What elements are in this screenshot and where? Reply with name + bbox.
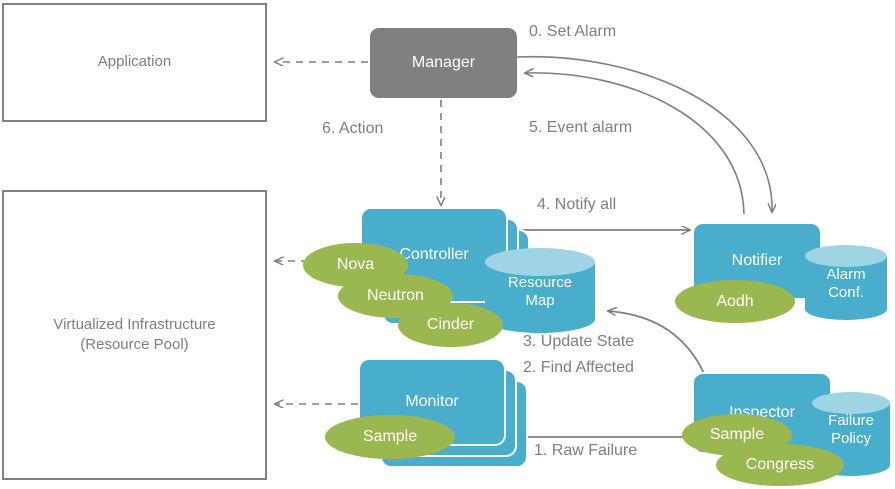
edge-label-step1: 1. Raw Failure xyxy=(534,442,637,460)
resource-map-label: Resource Map xyxy=(485,274,595,309)
edge-label-step6-text: 6. Action xyxy=(322,120,384,137)
pill-nova-label: Nova xyxy=(336,256,375,273)
pill-congress-label: Congress xyxy=(745,456,815,473)
edge-label-step5-text: 5. Event alarm xyxy=(529,119,633,136)
edge-label-step2: 2. Find Affected xyxy=(523,359,634,377)
pill-aodh[interactable]: Aodh xyxy=(675,280,795,323)
failure-policy-line1: Failure xyxy=(828,412,874,429)
failure-policy-top xyxy=(812,392,890,414)
alarm-conf-top xyxy=(805,245,887,267)
pill-sample-monitor[interactable]: Sample xyxy=(325,415,455,459)
alarm-conf-label: Alarm Conf. xyxy=(805,266,887,301)
alarm-conf-line2: Conf. xyxy=(828,283,864,301)
pill-congress[interactable]: Congress xyxy=(716,444,844,486)
edge-label-step1-text: 1. Raw Failure xyxy=(534,442,638,459)
infrastructure-label-line2: (Resource Pool) xyxy=(80,336,189,353)
pill-sample-monitor-label: Sample xyxy=(362,428,418,445)
failure-policy-cylinder[interactable]: Failure Policy xyxy=(812,392,890,476)
edge-label-step4: 4. Notify all xyxy=(537,196,616,214)
virtualized-infrastructure-box: Virtualized Infrastructure (Resource Poo… xyxy=(2,190,267,480)
infrastructure-label-line1: Virtualized Infrastructure xyxy=(53,315,216,333)
controller-label: Controller xyxy=(399,246,469,263)
resource-map-line2: Map xyxy=(525,291,555,309)
application-label: Application xyxy=(97,53,172,71)
pill-cinder[interactable]: Cinder xyxy=(398,303,503,347)
alarm-conf-line1: Alarm xyxy=(826,266,866,283)
manager-label: Manager xyxy=(411,54,476,71)
resource-map-line1: Resource xyxy=(507,274,573,291)
edge-event-alarm xyxy=(525,73,745,215)
edge-label-step4-text: 4. Notify all xyxy=(537,196,617,213)
resource-map-bottom xyxy=(485,305,595,333)
pill-cinder-label: Cinder xyxy=(426,316,475,333)
manager-box[interactable]: Manager xyxy=(370,28,517,98)
application-box: Application xyxy=(2,3,267,122)
edge-label-step0-text: 0. Set Alarm xyxy=(529,23,617,40)
edge-label-step2-text: 2. Find Affected xyxy=(523,359,634,376)
pill-sample-inspector-label: Sample xyxy=(709,426,765,443)
edge-label-step6: 6. Action xyxy=(322,120,383,138)
resource-map-top xyxy=(485,248,595,276)
alarm-conf-cylinder[interactable]: Alarm Conf. xyxy=(805,245,887,320)
edge-label-step5: 5. Event alarm xyxy=(529,119,632,137)
failure-policy-line2: Policy xyxy=(830,429,871,447)
failure-policy-label: Failure Policy xyxy=(812,412,890,447)
edge-label-step0: 0. Set Alarm xyxy=(529,23,616,41)
pill-neutron-label: Neutron xyxy=(367,287,424,304)
pill-aodh-label: Aodh xyxy=(716,292,754,310)
resource-map-cylinder[interactable]: Resource Map xyxy=(485,248,595,333)
monitor-label: Monitor xyxy=(405,393,459,410)
edge-label-step3: 3. Update State xyxy=(523,333,634,351)
notifier-label: Notifier xyxy=(731,252,783,269)
edge-label-step3-text: 3. Update State xyxy=(523,333,635,350)
alarm-conf-bottom xyxy=(805,298,887,320)
